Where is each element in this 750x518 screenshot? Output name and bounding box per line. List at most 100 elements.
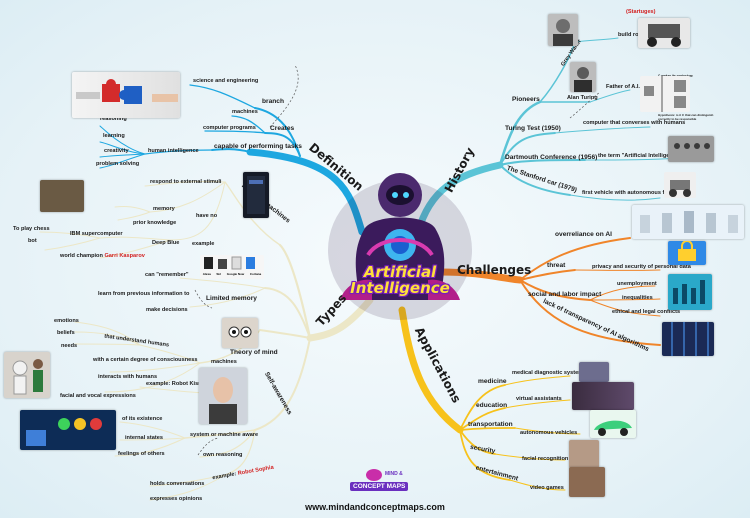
def-creates: Creates: [270, 125, 295, 132]
types-facial-vocal: facial and vocal expressions: [60, 393, 136, 399]
def-creativity: creativity: [104, 148, 129, 154]
alan-turing-photo: [570, 62, 596, 92]
puzzle-icon: [76, 79, 178, 104]
voice-assistants-image: Alexa Siri Google Now Cortana: [200, 255, 264, 279]
robots-lineup-image: [632, 205, 744, 239]
types-needs: needs: [61, 343, 78, 349]
virtual-assistants-image: [572, 382, 634, 410]
hist-dartmouth: Dartmouth Conference (1956): [505, 154, 598, 161]
app-education: education: [476, 402, 508, 409]
types-example-kismet: example: Robot Kismet: [146, 381, 209, 387]
types-can-remember: can "remember": [145, 272, 189, 278]
types-machines: machines: [211, 359, 237, 365]
def-learning: learning: [103, 133, 125, 139]
types-deep-blue: Deep Blue: [152, 240, 180, 246]
chal-inequalities: inequalities: [622, 295, 653, 301]
grey-walter-photo: [548, 14, 578, 46]
def-human-intelligence: human intelligence: [148, 148, 199, 154]
hist-pioneers: Pioneers: [512, 96, 540, 103]
chal-social-labor: social and labor impact: [528, 291, 602, 298]
types-ibm: IBM supercomputer: [70, 231, 123, 237]
app-autonomous: autonomous vehicles: [520, 430, 578, 436]
hist-build-robots: build robots: [618, 32, 651, 38]
self-aware-robot-image: [20, 410, 116, 450]
types-system-aware: system or machine aware: [190, 432, 259, 438]
data-security-image: [668, 241, 706, 265]
types-theory-mind: Theory of mind: [230, 349, 278, 356]
hist-father-ai: Father of A.I.: [606, 84, 640, 90]
deep-blue-chess-photo: [40, 180, 84, 212]
device-label-cortana: Cortana: [249, 272, 262, 276]
types-of-its-existence: of its existence: [122, 416, 163, 422]
robot-sophia-photo: [199, 368, 247, 424]
hist-turing-test: Turing Test (1950): [505, 125, 561, 132]
app-virtual-assist: virtual assistants: [516, 396, 562, 402]
types-memory: memory: [153, 206, 175, 212]
chal-ethical: ethical and legal conflicts: [612, 309, 681, 315]
types-have-no: have no: [196, 213, 218, 219]
challenges-branch-lines: [436, 237, 661, 346]
hist-term-coined: the term "Artificial Intelligence" was c…: [598, 153, 714, 159]
types-feelings: feelings of others: [118, 451, 165, 457]
types-world-champion: world champion Garri Kasparov: [60, 253, 145, 259]
def-computer-programs: computer programs: [203, 125, 256, 131]
types-make-decisions: make decisions: [146, 307, 188, 313]
chal-threat: threat: [547, 262, 566, 269]
hist-conversing: computer that converses with humans: [583, 120, 686, 126]
autonomous-vehicle-image: [590, 410, 636, 438]
applications-branch-lines: [398, 306, 581, 491]
kismet-robot-image: [222, 318, 258, 348]
website-url[interactable]: www.mindandconceptmaps.com: [305, 502, 445, 512]
types-interacts: interacts with humans: [98, 374, 158, 380]
types-internal-states: internal states: [125, 435, 163, 441]
central-title-line1: Artificial: [363, 263, 437, 281]
hist-alan-turing: Alan Turing: [567, 95, 598, 101]
types-beliefs: beliefs: [57, 330, 75, 336]
types-holds-conv: holds conversations: [150, 481, 205, 487]
def-problem-solving: problem solving: [96, 161, 140, 167]
robot-hand-puzzle-image: [72, 72, 180, 118]
turing-test-diagram: [640, 76, 690, 112]
central-topic: Artificial Intelligence: [340, 264, 460, 296]
types-bot: bot: [28, 238, 37, 244]
app-medicine: medicine: [478, 378, 507, 385]
chal-privacy: privacy and security of personal data: [592, 264, 691, 270]
types-world-champion-text: world champion: [60, 253, 103, 259]
app-video-games: video games: [530, 485, 564, 491]
definition-branch-lines: [99, 84, 366, 236]
central-title-line2: Intelligence: [350, 279, 450, 297]
dartmouth-photo: [668, 136, 714, 162]
facial-recognition-image: [569, 440, 599, 468]
app-medical-diag: medical diagnostic systems: [512, 370, 587, 376]
history-branch-lines: [414, 37, 681, 236]
types-respond: respond to external stimuli: [150, 179, 222, 185]
chal-unemployment: unemployment: [617, 281, 657, 287]
chal-overreliance: overreliance on AI: [555, 231, 612, 238]
logo-concept-text: CONCEPT MAPS: [350, 482, 409, 491]
stanford-cart-image: [664, 172, 696, 198]
def-science-engineering: science and engineering: [193, 78, 259, 84]
walter-robot-image: [638, 18, 690, 48]
deep-blue-computer-image: [243, 172, 269, 218]
types-own-reasoning: own reasoning: [203, 452, 243, 458]
types-kasparov: Garri Kasparov: [104, 253, 145, 259]
branch-challenges: Challenges: [457, 263, 532, 277]
app-facial-rec: facial recognition: [522, 456, 569, 462]
device-label-google-now: Google Now: [226, 272, 245, 276]
types-degree-consciousness: with a certain degree of consciousness: [93, 357, 198, 363]
app-transportation: transportation: [468, 421, 513, 428]
device-label-alexa: Alexa: [202, 272, 211, 276]
hist-first-vehicle: first vehicle with autonomous function: [582, 190, 685, 196]
types-emotions: emotions: [54, 318, 79, 324]
video-games-image: [569, 467, 605, 497]
def-capable: capable of performing tasks: [214, 143, 302, 150]
algorithms-image: [662, 322, 714, 356]
types-learn-from: learn from previous information to: [98, 291, 190, 297]
def-reasoning: reasoning: [100, 116, 127, 122]
logo-mind-text: MIND &: [385, 471, 403, 477]
types-limited: Limited memory: [206, 295, 257, 302]
types-prior-knowledge: prior knowledge: [133, 220, 177, 226]
brain-logo-icon: [366, 469, 382, 481]
